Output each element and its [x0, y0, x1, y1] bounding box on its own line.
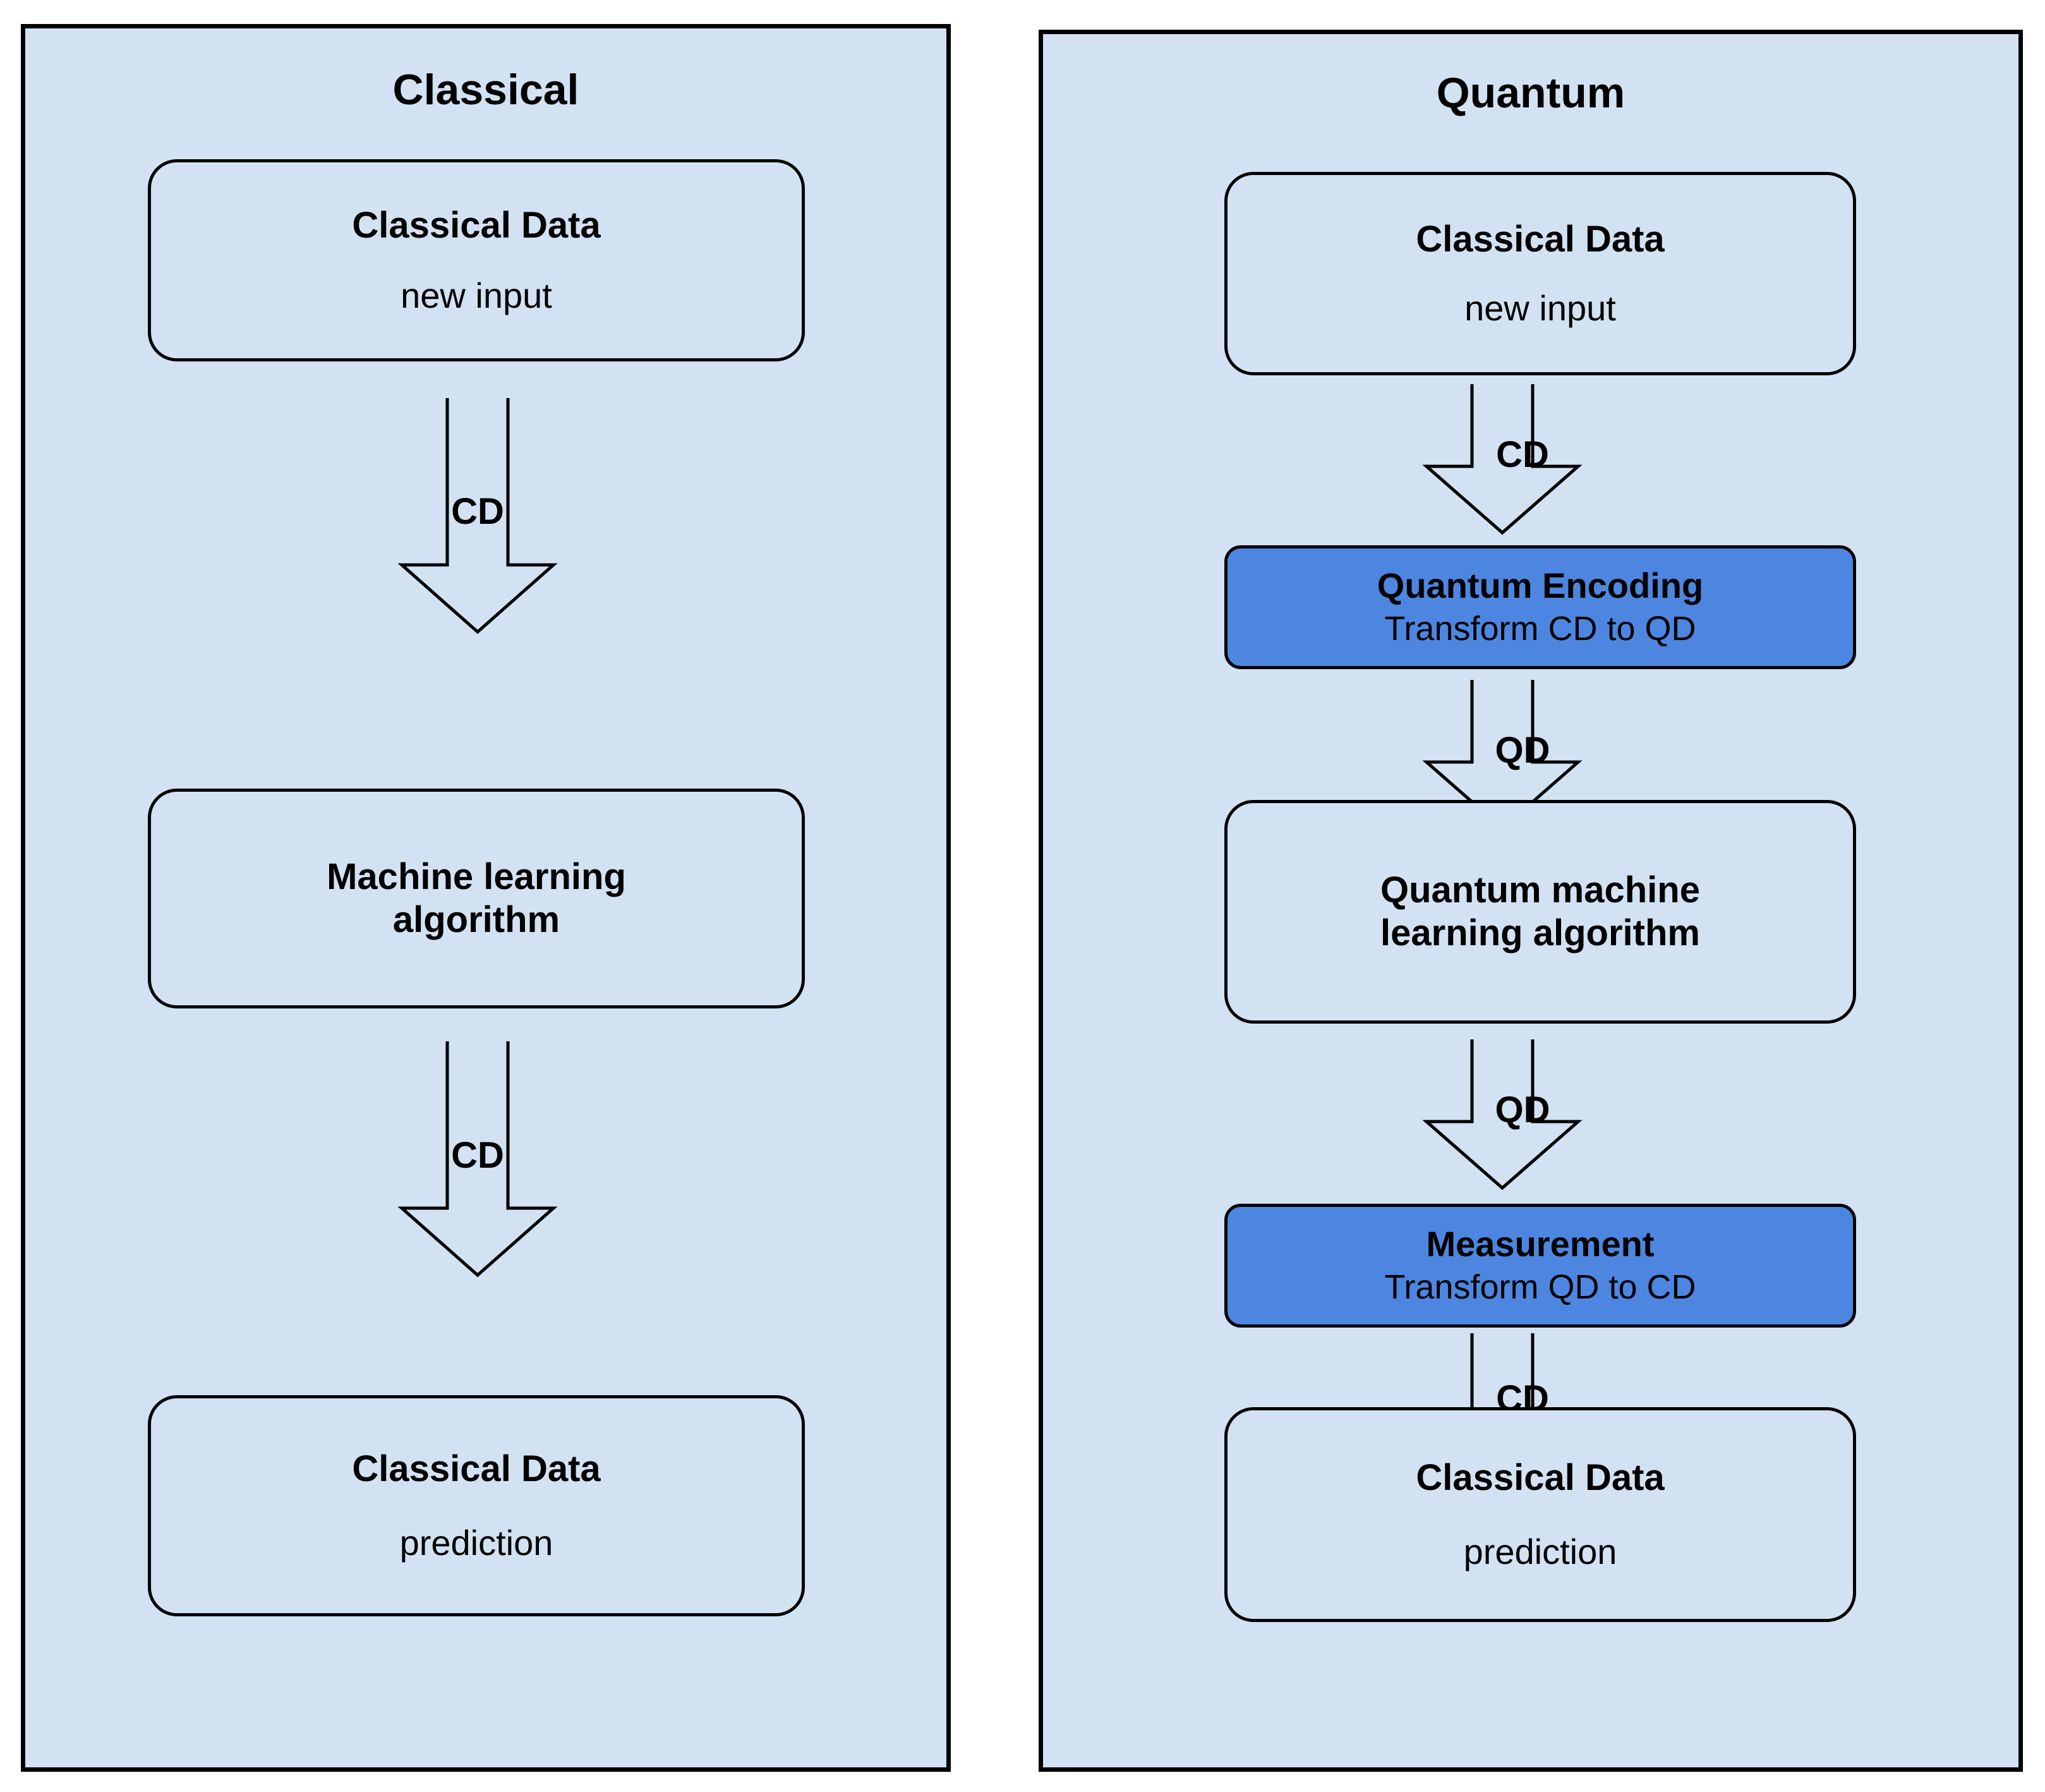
node-title: Measurement	[1426, 1224, 1655, 1264]
node-title: Classical Data	[1416, 1456, 1665, 1498]
node-quantum-classical-data-output: Classical Data prediction	[1224, 1407, 1856, 1622]
node-title-line1: Quantum machine	[1380, 869, 1700, 911]
arrow-classical-cd-1	[397, 398, 558, 634]
node-subtitle: new input	[1464, 288, 1616, 329]
node-subtitle: prediction	[399, 1523, 553, 1563]
node-machine-learning-algorithm: Machine learning algorithm	[148, 789, 805, 1008]
node-quantum-encoding: Quantum Encoding Transform CD to QD	[1224, 545, 1856, 669]
node-subtitle: prediction	[1463, 1532, 1617, 1572]
node-title: Classical Data	[1416, 218, 1665, 260]
node-subtitle: Transform CD to QD	[1384, 610, 1696, 648]
arrow-classical-cd-2	[397, 1041, 558, 1278]
node-quantum-classical-data-input: Classical Data new input	[1224, 172, 1856, 375]
arrow-label-qd: QD	[1495, 1089, 1550, 1130]
panel-title-classical: Classical	[392, 66, 579, 114]
node-title-line1: Machine learning	[327, 856, 626, 897]
node-classical-data-output: Classical Data prediction	[148, 1395, 805, 1616]
arrow-quantum-cd-1	[1422, 384, 1583, 535]
arrow-label-qd: QD	[1495, 730, 1550, 771]
node-title: Quantum Encoding	[1377, 566, 1704, 606]
node-title: Classical Data	[352, 204, 601, 246]
node-subtitle: Transform QD to CD	[1384, 1268, 1696, 1307]
node-title: Classical Data	[352, 1448, 601, 1489]
node-title-line2: algorithm	[392, 899, 560, 940]
arrow-quantum-qd-2	[1422, 1039, 1583, 1190]
node-title-line2: learning algorithm	[1380, 912, 1700, 954]
arrow-label-cd: CD	[1496, 434, 1549, 475]
node-classical-data-input: Classical Data new input	[148, 159, 805, 361]
node-quantum-machine-learning-algorithm: Quantum machine learning algorithm	[1224, 800, 1856, 1024]
panel-title-quantum: Quantum	[1436, 69, 1626, 117]
arrow-label-cd: CD	[451, 1135, 504, 1176]
arrow-label-cd: CD	[451, 491, 504, 532]
node-measurement: Measurement Transform QD to CD	[1224, 1204, 1856, 1328]
node-subtitle: new input	[401, 275, 552, 316]
